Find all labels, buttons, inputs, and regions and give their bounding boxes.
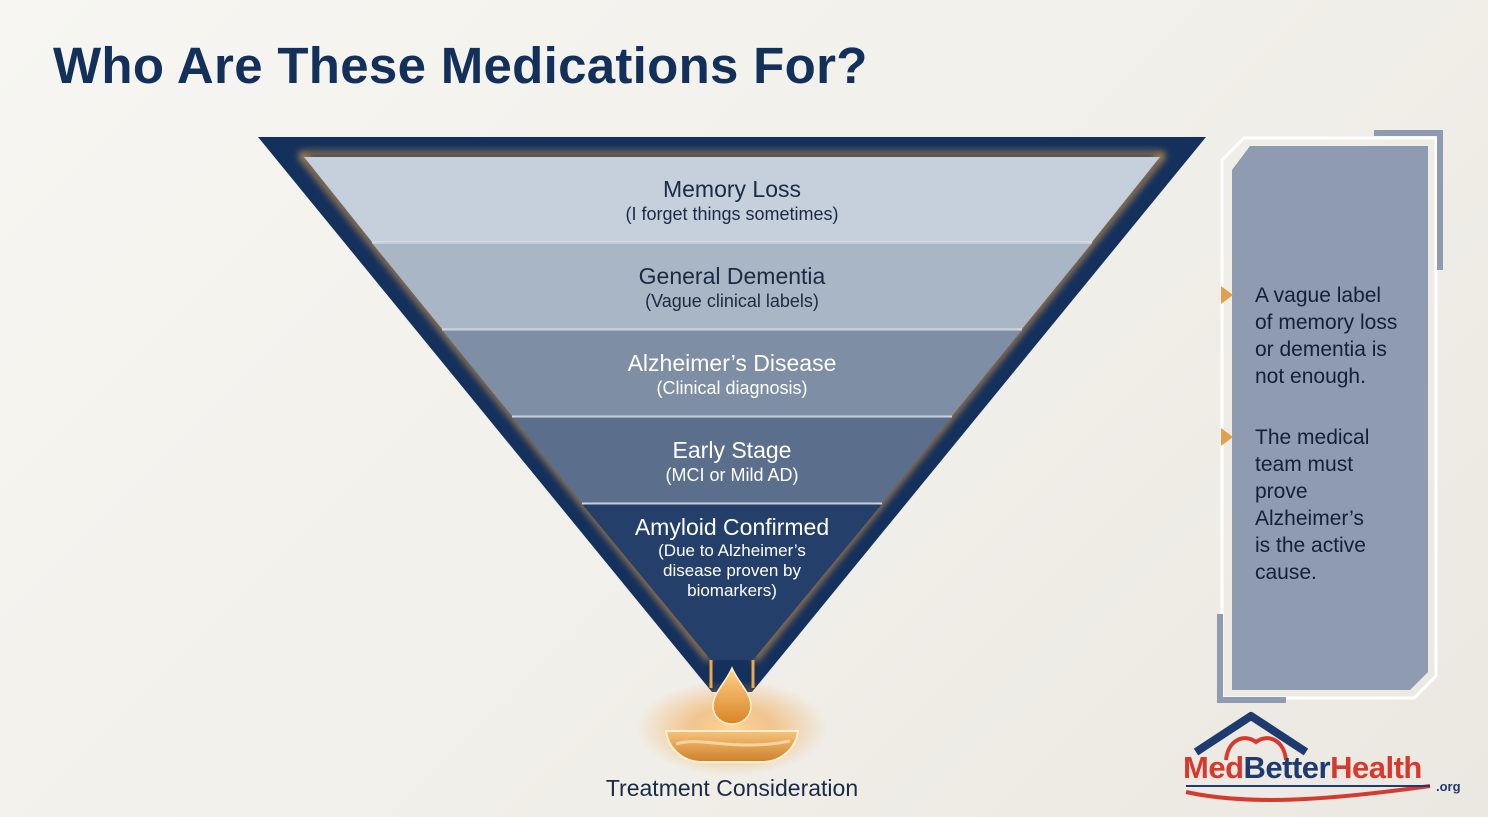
side-note-line: cause. [1255,561,1317,584]
side-note-line: team must [1255,453,1354,476]
side-note-line: of memory loss [1255,311,1398,334]
side-notes-list: A vague label of memory loss or dementia… [1221,282,1425,620]
tier-subtitle: (Due to Alzheimer’s [658,541,806,560]
tier-subtitle: (Vague clinical labels) [645,291,819,311]
tier-subtitle: disease proven by [663,561,801,580]
tier-subtitle: (MCI or Mild AD) [665,465,799,485]
side-note-line: or dementia is [1255,338,1387,361]
side-note-line: A vague label [1255,284,1382,307]
tier-separators [372,241,1092,505]
treatment-consideration-label: Treatment Consideration [605,775,859,801]
bowl-icon [664,730,800,763]
tier-subtitle: biomarkers) [687,581,777,600]
side-panel-frame [1217,130,1443,703]
tier-title: Early Stage [672,437,792,463]
side-note-line: Alzheimer’s [1255,507,1364,530]
side-note-line: The medical [1255,426,1370,449]
tier-title: Alzheimer’s Disease [627,350,837,376]
tier-band-amyloid [582,504,882,660]
arrow-bullet-icon [1221,428,1233,446]
medbetterhealth-logo[interactable]: MedBetterHealth .org [1180,708,1465,804]
tier-title: Amyloid Confirmed [634,514,830,540]
tier-subtitle: (Clinical diagnosis) [656,378,808,398]
side-note-line: is the active [1255,534,1366,557]
tier-title: General Dementia [638,263,826,289]
logo-wordmark: MedBetterHealth [1183,750,1422,785]
arrow-bullet-icon [1221,286,1233,304]
tier-label-general-dementia: General Dementia (Vague clinical labels) [482,263,982,312]
tier-band-alzheimers [442,330,1022,416]
logo-domain-suffix: .org [1436,779,1461,794]
page-title: Who Are These Medications For? [53,37,868,94]
tier-label-early-stage: Early Stage (MCI or Mild AD) [482,437,982,486]
side-note-medical-team: The medical team must prove Alzheimer’s … [1221,424,1425,586]
side-note-line: not enough. [1255,365,1366,388]
tier-label-memory-loss: Memory Loss (I forget things sometimes) [482,176,982,225]
logo-roof-icon [1185,712,1431,802]
tier-subtitle: (I forget things sometimes) [625,204,839,224]
tier-label-alzheimers: Alzheimer’s Disease (Clinical diagnosis) [482,350,982,399]
tier-band-general-dementia [372,243,1092,329]
tier-title: Memory Loss [662,176,802,202]
drop-icon [712,666,752,725]
side-note-line: prove [1255,480,1308,503]
tier-label-amyloid: Amyloid Confirmed (Due to Alzheimer’s di… [482,514,982,601]
side-note-vague-label: A vague label of memory loss or dementia… [1221,282,1425,390]
tier-band-memory-loss [304,157,1160,242]
tier-band-early-stage [512,417,952,503]
